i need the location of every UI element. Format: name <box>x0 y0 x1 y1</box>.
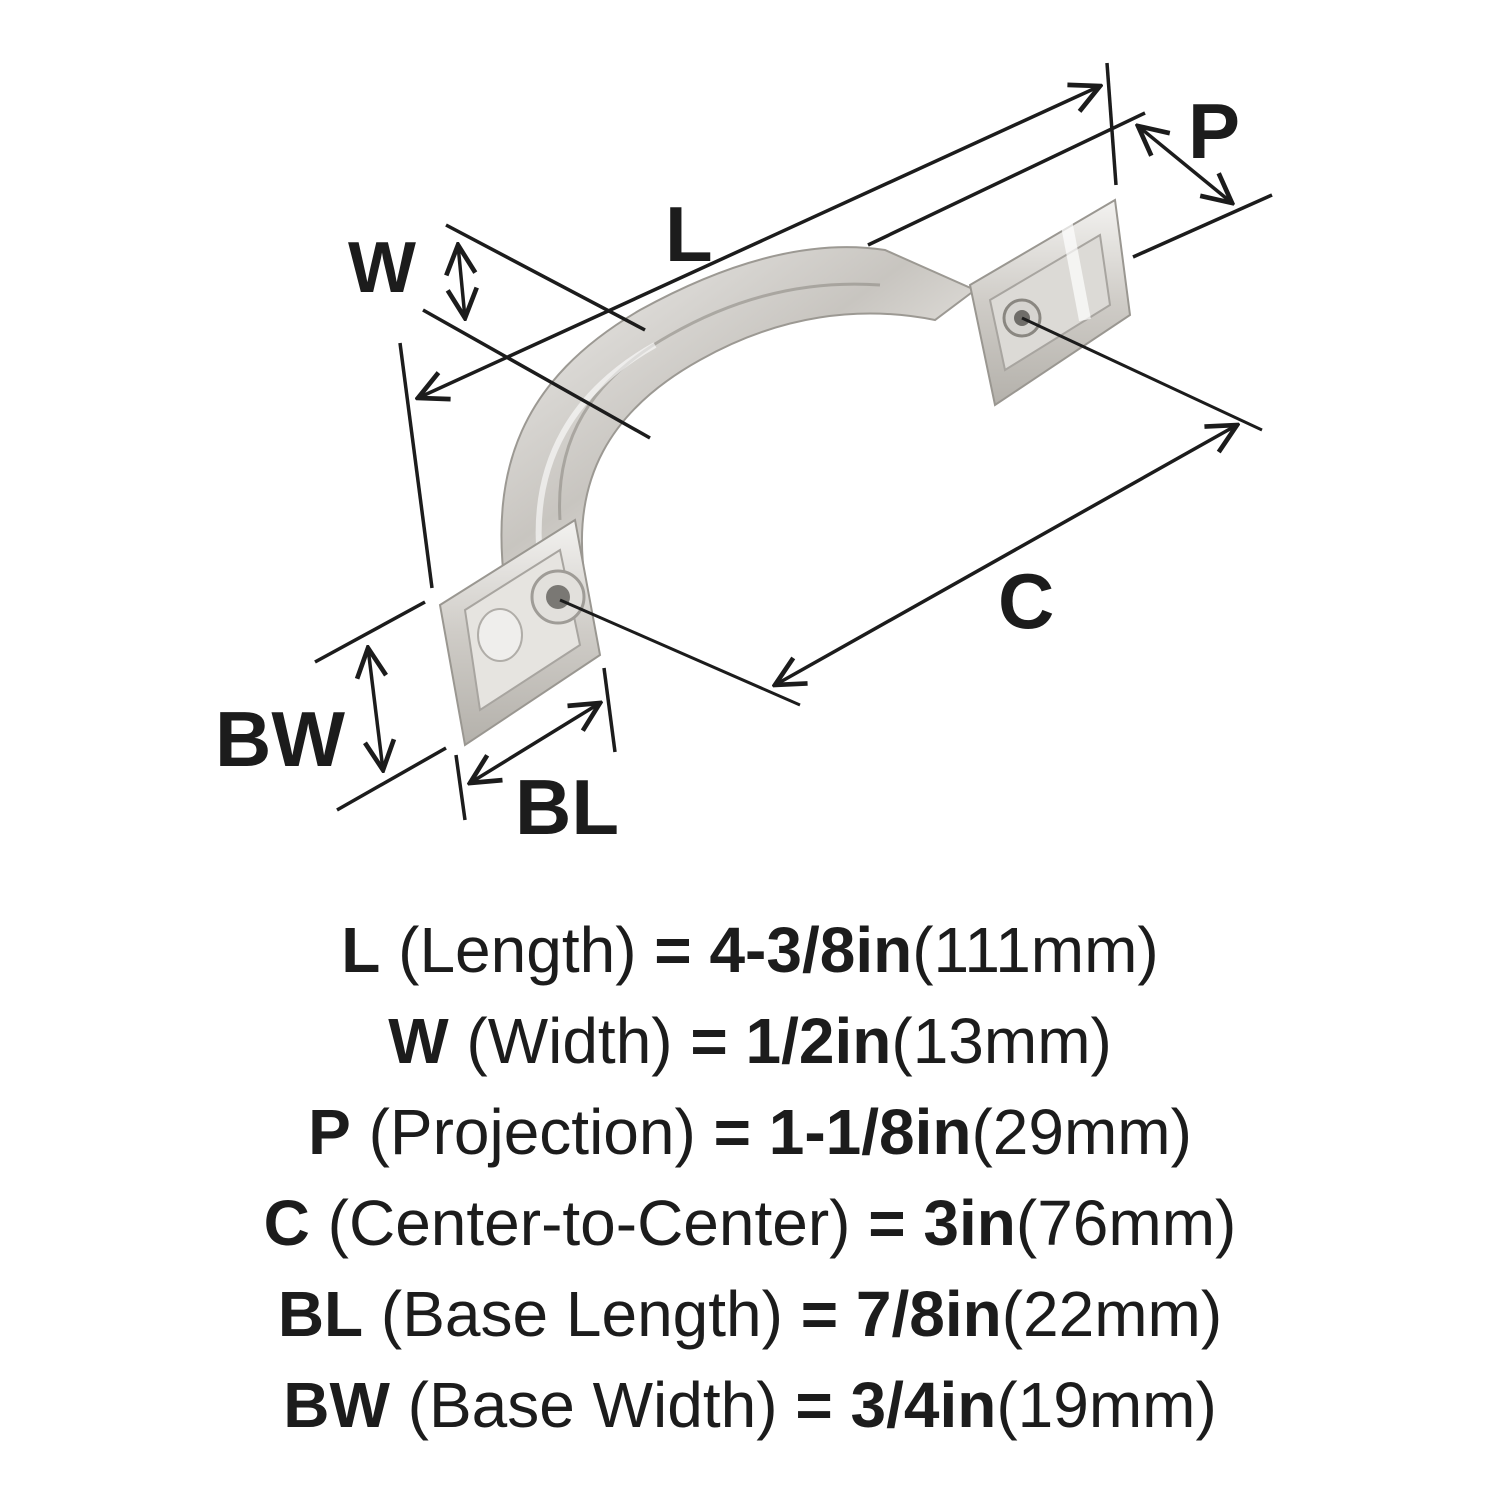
spec-metric: (29mm) <box>971 1096 1192 1168</box>
spec-row-center-to-center: C (Center-to-Center) = 3in(76mm) <box>0 1178 1500 1269</box>
spec-name: (Width) <box>466 1005 673 1077</box>
spec-equals: = <box>690 1005 728 1077</box>
spec-equals: = <box>800 1278 839 1350</box>
right-base <box>968 198 1132 407</box>
spec-equals: = <box>795 1369 833 1441</box>
label-base-width: BW <box>215 695 345 783</box>
spec-name: (Center-to-Center) <box>327 1187 851 1259</box>
spec-metric: (13mm) <box>891 1005 1112 1077</box>
spec-code: BW <box>283 1369 390 1441</box>
handle-illustration <box>314 62 1273 821</box>
spec-metric: (19mm) <box>996 1369 1217 1441</box>
spec-name: (Base Length) <box>380 1278 783 1350</box>
base-width-arrow <box>368 648 383 770</box>
projection-extension-bottom <box>1132 193 1273 259</box>
spec-code: BL <box>277 1278 364 1350</box>
projection-arrow <box>1138 126 1232 203</box>
spec-name: (Length) <box>398 914 637 986</box>
spec-code: P <box>308 1096 351 1168</box>
base-length-extension-left <box>454 754 467 821</box>
spec-row-width: W (Width) = 1/2in(13mm) <box>0 996 1500 1087</box>
spec-name: (Base Width) <box>407 1369 778 1441</box>
spec-imperial: 3/4in <box>850 1369 997 1441</box>
base-length-arrow <box>470 703 600 783</box>
spec-code: W <box>388 1005 449 1077</box>
label-length: L <box>665 190 713 278</box>
label-base-length: BL <box>515 763 619 851</box>
base-width-extension-top <box>314 600 426 664</box>
length-arrow <box>418 86 1100 398</box>
spec-imperial: 1-1/8in <box>768 1096 972 1168</box>
dimension-diagram: L W P C BW BL <box>215 62 1273 851</box>
spec-equals: = <box>713 1096 751 1168</box>
spec-row-projection: P (Projection) = 1-1/8in(29mm) <box>0 1087 1500 1178</box>
width-arrow <box>458 245 465 318</box>
spec-row-length: L (Length) = 4-3/8in(111mm) <box>0 905 1500 996</box>
label-width: W <box>348 228 416 308</box>
spec-row-base-length: BL (Base Length) = 7/8in(22mm) <box>0 1269 1500 1360</box>
width-extension-top <box>445 223 646 332</box>
width-extension-bottom <box>422 308 651 440</box>
projection-extension-top <box>867 111 1146 247</box>
base-length-extension-right <box>602 667 617 753</box>
length-extension-right <box>1105 62 1118 186</box>
base-width-extension-bottom <box>336 746 447 812</box>
spec-metric: (76mm) <box>1015 1187 1237 1259</box>
length-extension-left <box>398 342 434 589</box>
spec-metric: (22mm) <box>1001 1278 1223 1350</box>
spec-metric: (111mm) <box>912 914 1159 986</box>
spec-equals: = <box>868 1187 906 1259</box>
left-base <box>438 518 602 747</box>
spec-imperial: 1/2in <box>745 1005 892 1077</box>
dimension-lines <box>314 62 1273 821</box>
label-center: C <box>998 557 1055 645</box>
spec-imperial: 3in <box>923 1187 1016 1259</box>
spec-equals: = <box>654 914 692 986</box>
center-extension-left <box>559 598 801 707</box>
spec-code: L <box>341 914 381 986</box>
label-projection: P <box>1188 87 1241 175</box>
spec-imperial: 7/8in <box>855 1278 1002 1350</box>
spec-name: (Projection) <box>368 1096 696 1168</box>
spec-code: C <box>263 1187 310 1259</box>
spec-imperial: 4-3/8in <box>709 914 913 986</box>
center-extension-right <box>1021 316 1263 432</box>
specifications-list: L (Length) = 4-3/8in(111mm) W (Width) = … <box>0 905 1500 1451</box>
spec-row-base-width: BW (Base Width) = 3/4in(19mm) <box>0 1360 1500 1451</box>
center-to-center-arrow <box>775 425 1237 685</box>
